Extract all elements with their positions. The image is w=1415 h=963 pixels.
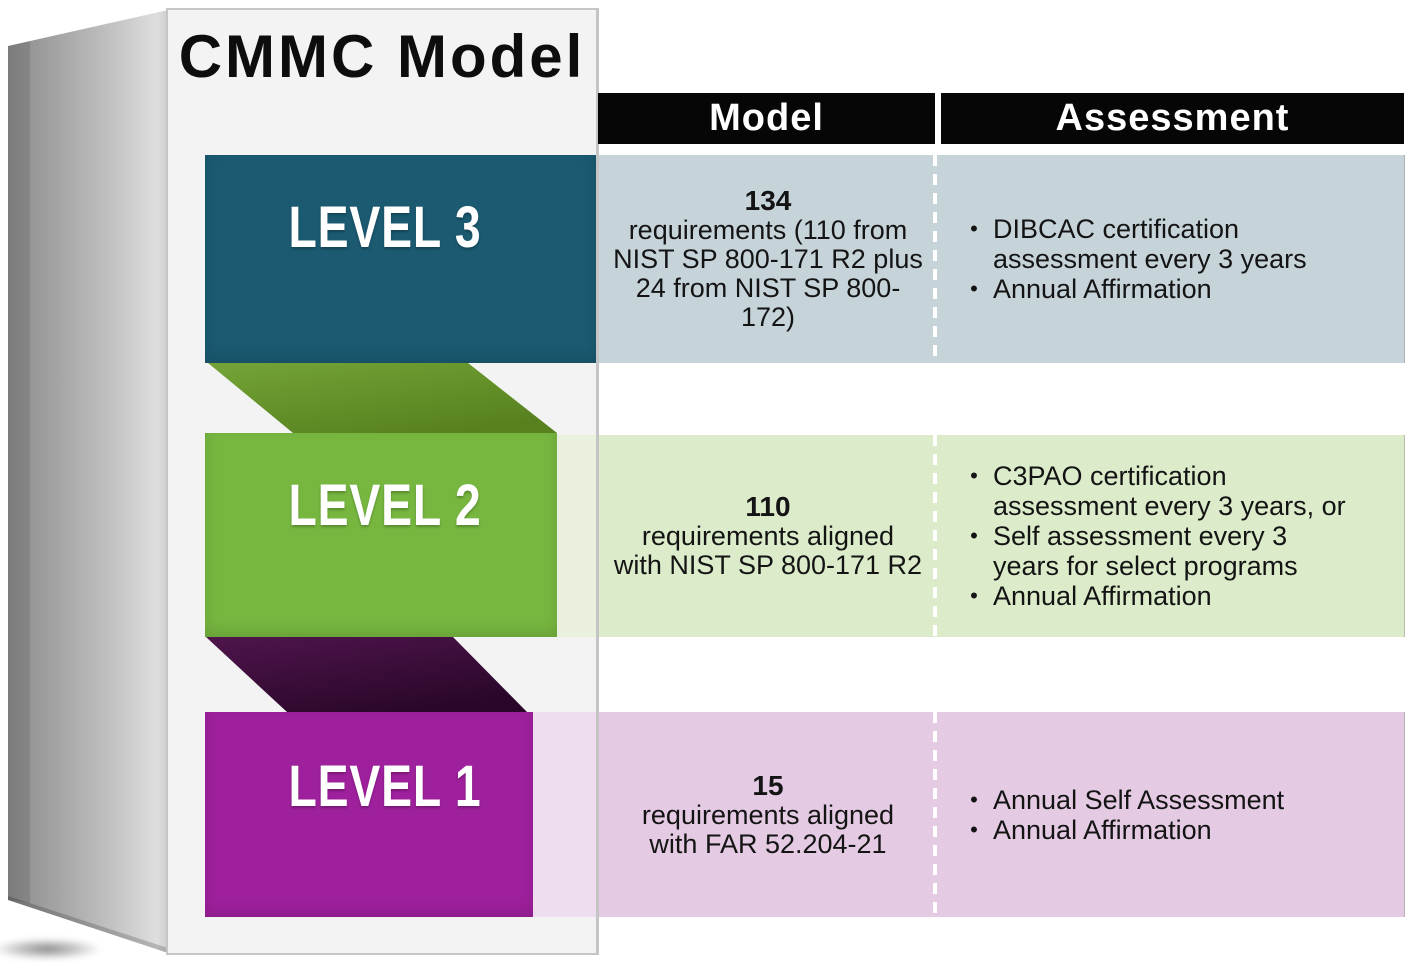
level1-model-text: requirements aligned with FAR 52.204-21	[641, 799, 895, 859]
row-strip-level1	[533, 712, 598, 917]
bullet-text: DIBCAC certification assessment every 3 …	[993, 214, 1307, 274]
bullet-dot: •	[970, 463, 978, 488]
column-header-assessment-label: Assessment	[1055, 97, 1290, 139]
level1-requirement-count: 15	[752, 769, 784, 801]
level2-label: LEVEL 2	[288, 473, 482, 538]
level3-requirement-count: 134	[744, 185, 792, 216]
level2-assessment-cell: • C3PAO certification assessment every 3 …	[955, 435, 1385, 637]
bullet-dot: •	[970, 523, 978, 548]
column-separator	[933, 155, 937, 363]
bullet-item: • Annual Affirmation	[955, 274, 1385, 304]
bullet-dot: •	[970, 786, 978, 812]
bullet-dot: •	[970, 816, 978, 842]
bullet-dot: •	[970, 216, 978, 241]
box-shadow	[0, 938, 102, 960]
row-strip-level2	[557, 435, 598, 637]
row-tint-level1	[598, 712, 1405, 917]
column-header-model-label: Model	[709, 97, 824, 139]
bullet-text: Self assessment every 3 years for select…	[993, 521, 1298, 581]
bullet-dot: •	[970, 276, 978, 301]
row-tint-level3	[598, 155, 1405, 363]
level1-band	[205, 712, 533, 917]
bullet-text: Annual Affirmation	[993, 814, 1212, 845]
level3-band	[205, 155, 596, 363]
bullet-text: C3PAO certification assessment every 3 y…	[993, 461, 1346, 521]
level1-label: LEVEL 1	[288, 754, 482, 819]
bullet-item: • DIBCAC certification assessment every 3…	[955, 214, 1385, 274]
column-header-model: Model	[598, 93, 935, 144]
level2-model-cell: 110 requirements aligned with NIST SP 80…	[600, 435, 936, 637]
column-header-assessment: Assessment	[941, 93, 1404, 144]
bullet-item: • Self assessment every 3 years for selec…	[955, 521, 1385, 581]
bullet-item: • Annual Affirmation	[955, 815, 1385, 845]
level3-model-cell: 134 requirements (110 from NIST SP 800-1…	[600, 155, 936, 363]
panel-right-border	[596, 8, 599, 955]
level3-assessment-cell: • DIBCAC certification assessment every 3…	[955, 155, 1385, 363]
level2-requirement-count: 110	[745, 491, 791, 522]
level3-model-text: requirements (110 from NIST SP 800-171 R…	[613, 215, 923, 332]
level2-model-text: requirements aligned with NIST SP 800-17…	[613, 521, 923, 580]
row-tint-level2	[598, 435, 1405, 637]
level1-model-cell: 15 requirements aligned with FAR 52.204-…	[600, 712, 936, 917]
level3-label: LEVEL 3	[288, 195, 482, 260]
page-title: CMMC Model	[178, 23, 586, 90]
bullet-item: • C3PAO certification assessment every 3 …	[955, 461, 1385, 521]
bullet-item: • Annual Affirmation	[955, 581, 1385, 611]
level1-assessment-cell: • Annual Self Assessment • Annual Affirmati…	[955, 712, 1385, 917]
bullet-text: Annual Self Assessment	[993, 784, 1285, 815]
column-separator	[933, 712, 937, 917]
bullet-dot: •	[970, 583, 978, 608]
level2-band	[205, 433, 557, 637]
bullet-text: Annual Affirmation	[993, 274, 1212, 304]
bullet-text: Annual Affirmation	[993, 581, 1212, 611]
column-separator	[933, 435, 937, 637]
bullet-item: • Annual Self Assessment	[955, 785, 1385, 815]
